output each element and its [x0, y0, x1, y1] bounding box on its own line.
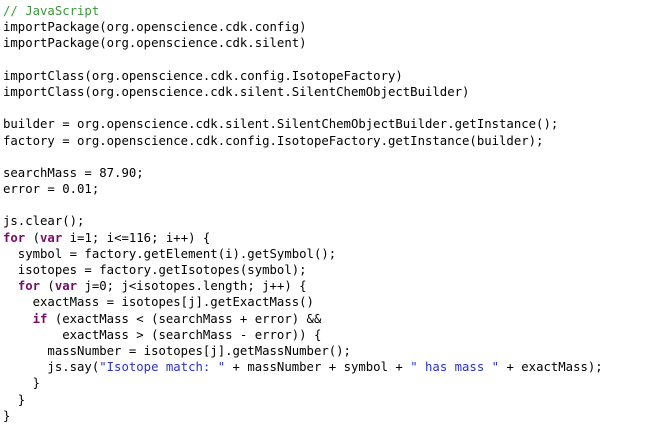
code-keyword: if: [32, 311, 48, 326]
code-line[interactable]: importClass(org.openscience.cdk.config.I…: [3, 68, 655, 84]
code-line[interactable]: builder = org.openscience.cdk.silent.Sil…: [3, 116, 655, 132]
code-line[interactable]: exactMass = isotopes[j].getExactMass(): [3, 294, 655, 310]
code-area[interactable]: // JavaScript importPackage(org.openscien…: [3, 3, 655, 424]
code-text: exactMass = isotopes[j].getExactMass(): [3, 295, 314, 310]
code-line[interactable]: js.clear();: [3, 213, 655, 229]
code-text: importPackage(org.openscience.cdk.config…: [3, 20, 307, 35]
code-string: " has mass ": [410, 360, 500, 375]
code-text: (exactMass < (searchMass + error) &&: [47, 311, 322, 326]
code-line[interactable]: [3, 52, 655, 68]
code-text: isotopes = factory.getIsotopes(symbol);: [3, 263, 307, 277]
code-text: [3, 312, 33, 326]
code-line[interactable]: exactMass > (searchMass - error)) {: [3, 327, 655, 343]
code-text: js.clear();: [3, 214, 85, 229]
code-comment: // JavaScript: [3, 4, 100, 18]
code-keyword: for: [17, 279, 41, 294]
code-line[interactable]: js.say("Isotope match: " + massNumber + …: [3, 359, 655, 375]
code-text: exactMass > (searchMass - error)) {: [3, 327, 322, 342]
code-line[interactable]: importPackage(org.openscience.cdk.silent…: [3, 35, 655, 51]
code-text: factory = org.openscience.cdk.config.Iso…: [3, 133, 544, 148]
code-line[interactable]: importPackage(org.openscience.cdk.config…: [3, 19, 655, 35]
code-line[interactable]: [3, 100, 655, 116]
code-text: }: [3, 376, 41, 391]
code-line[interactable]: }: [3, 375, 655, 391]
code-text: (: [40, 279, 55, 294]
code-text: [3, 279, 18, 293]
code-line[interactable]: isotopes = factory.getIsotopes(symbol);: [3, 262, 655, 278]
code-string: "Isotope match: ": [99, 360, 226, 375]
code-keyword: var: [54, 279, 78, 294]
code-text: searchMass = 87.90;: [3, 165, 144, 180]
code-line[interactable]: importClass(org.openscience.cdk.silent.S…: [3, 84, 655, 100]
code-text: massNumber = isotopes[j].getMassNumber()…: [3, 343, 351, 358]
code-line[interactable]: if (exactMass < (searchMass + error) &&: [3, 311, 655, 327]
code-text: j=0; j<isotopes.length; j++) {: [77, 279, 307, 294]
code-text: js.say(: [3, 360, 100, 375]
code-text: i=1; i<=116; i++) {: [62, 230, 211, 245]
code-text: importPackage(org.openscience.cdk.silent…: [3, 36, 307, 51]
code-line[interactable]: // JavaScript: [3, 3, 655, 19]
code-text: symbol = factory.getElement(i).getSymbol…: [3, 246, 337, 261]
code-line[interactable]: for (var j=0; j<isotopes.length; j++) {: [3, 278, 655, 294]
code-text: + exactMass);: [499, 360, 603, 375]
code-text: }: [3, 392, 26, 407]
code-line[interactable]: }: [3, 408, 655, 424]
code-line[interactable]: [3, 197, 655, 213]
code-text: importClass(org.openscience.cdk.silent.S…: [3, 84, 470, 99]
code-text: (: [25, 230, 41, 245]
code-line[interactable]: massNumber = isotopes[j].getMassNumber()…: [3, 343, 655, 359]
code-text: + massNumber + symbol +: [225, 360, 411, 375]
code-line[interactable]: }: [3, 392, 655, 408]
code-keyword: var: [40, 230, 63, 245]
code-text: builder = org.openscience.cdk.silent.Sil…: [3, 117, 559, 132]
code-text: error = 0.01;: [3, 182, 100, 197]
code-text: }: [3, 408, 11, 423]
code-line[interactable]: error = 0.01;: [3, 181, 655, 197]
code-line[interactable]: searchMass = 87.90;: [3, 165, 655, 181]
code-keyword: for: [3, 230, 26, 245]
code-text: importClass(org.openscience.cdk.config.I…: [3, 68, 403, 83]
code-line[interactable]: for (var i=1; i<=116; i++) {: [3, 230, 655, 246]
code-line[interactable]: factory = org.openscience.cdk.config.Iso…: [3, 133, 655, 149]
code-line[interactable]: symbol = factory.getElement(i).getSymbol…: [3, 246, 655, 262]
code-line[interactable]: [3, 149, 655, 165]
